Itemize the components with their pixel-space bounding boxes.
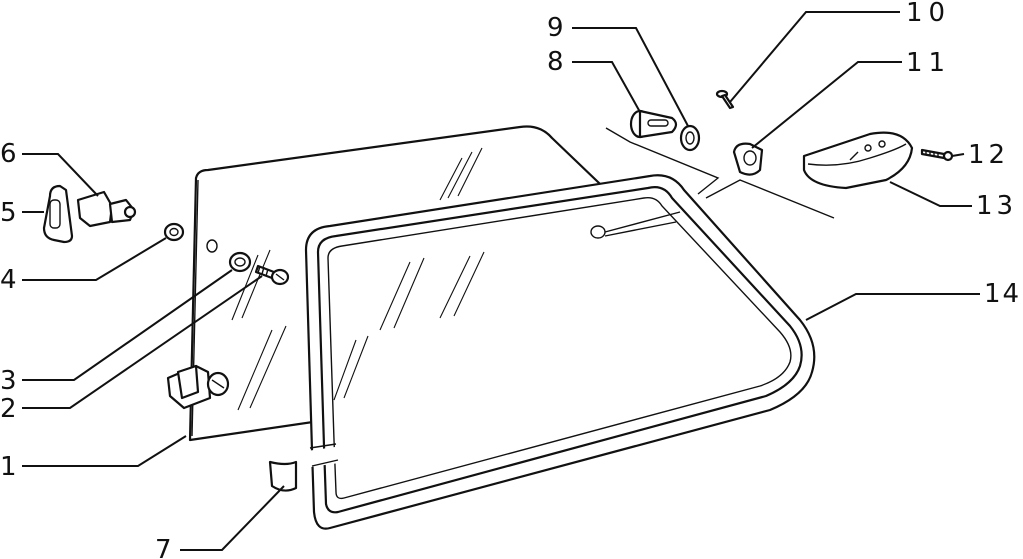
washer-part-9 (679, 124, 701, 152)
cap-part-5 (42, 184, 74, 244)
washer-part-4 (163, 222, 185, 242)
leader-3 (22, 269, 233, 381)
callout-4: 4 (0, 265, 17, 295)
bracket-part-13 (802, 131, 914, 190)
screw-part-10 (715, 89, 735, 110)
leader-12 (951, 153, 965, 157)
leader-2 (22, 275, 263, 409)
leader-11 (751, 61, 902, 149)
callout-13: 13 (976, 191, 1017, 221)
callout-7: 7 (155, 535, 172, 559)
leader-13 (889, 181, 972, 207)
leader-10 (729, 11, 900, 103)
window-seal-part-14 (304, 174, 816, 530)
leader-8 (572, 61, 641, 113)
body-contour-lines (605, 127, 835, 219)
callout-9: 9 (547, 13, 564, 43)
leader-7 (180, 485, 285, 551)
callout-12: 12 (968, 140, 1009, 170)
screw-part-12 (920, 148, 954, 162)
clip-part-6 (76, 190, 137, 228)
callout-14: 14 (984, 279, 1021, 309)
stud-part-8 (629, 109, 678, 139)
screw-part-2 (254, 264, 290, 286)
callout-1: 1 (0, 452, 17, 482)
leader-1 (22, 435, 187, 467)
strip-part-7 (268, 460, 298, 492)
latch-mount (166, 364, 230, 410)
leader-9 (572, 27, 689, 127)
callout-2: 2 (0, 394, 17, 424)
leader-6 (22, 153, 99, 197)
nut-part-11 (732, 142, 764, 176)
callout-5: 5 (0, 198, 17, 228)
callout-10: 10 (906, 0, 951, 28)
callout-6: 6 (0, 139, 17, 169)
callout-11: 11 (906, 48, 951, 78)
spacer-part-3 (228, 251, 252, 273)
leader-4 (22, 237, 167, 281)
callout-3: 3 (0, 366, 17, 396)
callout-8: 8 (547, 47, 564, 77)
leader-lines (22, 11, 980, 551)
leader-14 (805, 293, 980, 321)
